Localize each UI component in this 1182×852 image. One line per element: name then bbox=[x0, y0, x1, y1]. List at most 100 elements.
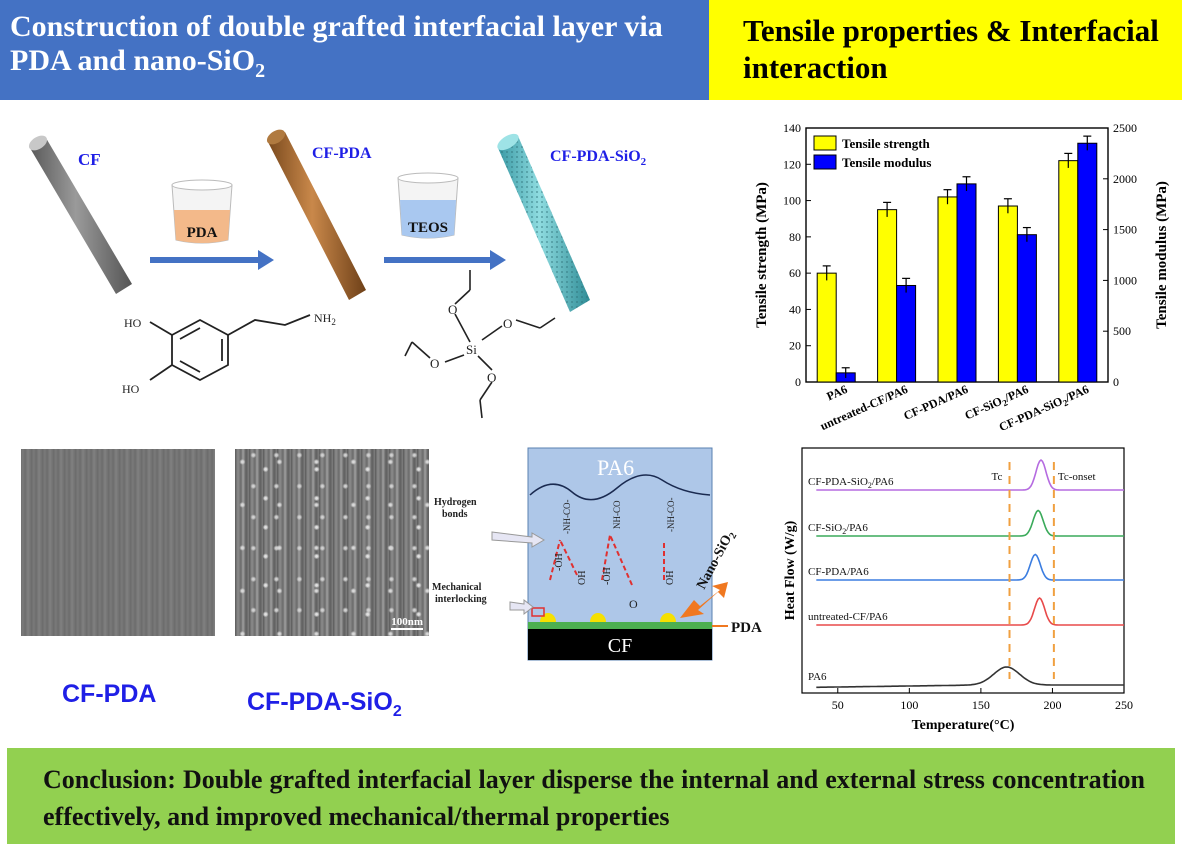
fiber-cf-pda-sio2 bbox=[497, 133, 590, 312]
fiber3-label: CF-PDA-SiO2 bbox=[550, 148, 647, 168]
conclusion-box: Conclusion: Double grafted interfacial l… bbox=[7, 748, 1175, 844]
y-axis-label: Heat Flow (W/g) bbox=[783, 520, 798, 620]
mech-label-1: Mechanical bbox=[432, 582, 482, 593]
y-right-tick-label: 1000 bbox=[1113, 273, 1137, 287]
teos-o-4: O bbox=[487, 370, 496, 385]
legend-label: Tensile modulus bbox=[842, 155, 931, 170]
interface-diagram: PA6 -OH OH -OH O OH -NH-CO- NH-CO -NH-CO… bbox=[432, 447, 762, 661]
amide-1: -NH-CO- bbox=[562, 500, 572, 535]
curve-label: PA6 bbox=[808, 671, 827, 683]
dsc-curve bbox=[816, 458, 1124, 491]
group-oh-2: OH bbox=[577, 571, 588, 585]
fiber-cf bbox=[28, 135, 132, 294]
bar-modulus bbox=[1016, 234, 1037, 383]
dsc-curve bbox=[816, 553, 1124, 581]
y-axis-label: Tensile strength (MPa) bbox=[754, 182, 770, 328]
dsc-curve bbox=[816, 596, 1124, 626]
pda-label: PDA bbox=[731, 620, 762, 636]
y-right-tick-label: 1500 bbox=[1113, 223, 1137, 237]
header-left-line2: PDA and nano-SiO2 bbox=[10, 44, 266, 82]
group-oh-3: -OH bbox=[602, 567, 613, 585]
bar-modulus bbox=[896, 284, 917, 383]
header-right-title: Tensile properties & Interfacial interac… bbox=[709, 0, 1182, 100]
x-tick-label: 150 bbox=[972, 698, 990, 712]
tensile-bar-chart: 02040608010012014005001000150020002500Te… bbox=[754, 121, 1170, 434]
teos-structure bbox=[404, 270, 556, 419]
x-category-label: CF-PDA/PA6 bbox=[901, 382, 970, 423]
dopamine-nh2: NH2 bbox=[314, 311, 336, 327]
curve-label: CF-PDA-SiO2/PA6 bbox=[808, 476, 894, 490]
beaker2-label: TEOS bbox=[408, 220, 448, 236]
y-right-tick-label: 0 bbox=[1113, 375, 1119, 389]
x-category-label: PA6 bbox=[824, 382, 849, 403]
legend-swatch bbox=[813, 154, 837, 170]
y-tick-label: 40 bbox=[789, 302, 801, 316]
y-tick-label: 100 bbox=[783, 194, 801, 208]
arrow-right-icon bbox=[384, 250, 506, 270]
sem-image-cf-pda bbox=[21, 449, 215, 636]
annotation-label: Tc bbox=[992, 471, 1003, 483]
bar-strength bbox=[877, 209, 898, 383]
bar-strength bbox=[937, 196, 958, 383]
hydrogen-bonds bbox=[549, 534, 665, 586]
y-tick-label: 120 bbox=[783, 157, 801, 171]
curve-label: CF-PDA/PA6 bbox=[808, 566, 869, 578]
bar-strength bbox=[1058, 160, 1079, 383]
callout-arrow-icon bbox=[491, 531, 545, 548]
sem-label-cf-pda: CF-PDA bbox=[62, 680, 157, 708]
arrow-right-icon bbox=[150, 250, 274, 270]
teos-si: Si bbox=[466, 342, 477, 357]
header-right-line2: interaction bbox=[743, 50, 888, 85]
y-tick-label: 140 bbox=[783, 121, 801, 135]
legend-label: Tensile strength bbox=[842, 136, 931, 151]
legend-swatch bbox=[813, 135, 837, 151]
dsc-curve bbox=[816, 509, 1124, 537]
curve-label: untreated-CF/PA6 bbox=[808, 611, 888, 623]
bar-strength bbox=[997, 205, 1018, 383]
x-tick-label: 50 bbox=[832, 698, 844, 712]
group-oh-1: -OH bbox=[554, 553, 565, 571]
pa6-label: PA6 bbox=[597, 455, 634, 480]
amide-2: NH-CO bbox=[612, 500, 622, 529]
callout-arrow-icon bbox=[509, 598, 534, 616]
dopamine-ho-bottom: HO bbox=[122, 382, 140, 396]
hbond-label-1: Hydrogen bbox=[434, 497, 477, 508]
header-left-line1: Construction of double grafted interfaci… bbox=[10, 10, 663, 43]
x-tick-label: 200 bbox=[1043, 698, 1061, 712]
group-oh-4: OH bbox=[665, 571, 676, 585]
fiber-cf-pda bbox=[266, 129, 366, 300]
sem-label-cf-pda-sio2: CF-PDA-SiO2 bbox=[247, 688, 402, 720]
group-o: O bbox=[629, 597, 638, 611]
teos-o-1: O bbox=[448, 302, 457, 317]
y-right-tick-label: 2000 bbox=[1113, 172, 1137, 186]
x-axis-label: Temperature(°C) bbox=[912, 718, 1015, 733]
beaker1-label: PDA bbox=[187, 225, 218, 241]
beaker-pda-icon bbox=[171, 179, 233, 244]
dsc-curve bbox=[816, 666, 1124, 689]
y-tick-label: 0 bbox=[795, 375, 801, 389]
plot-frame bbox=[801, 447, 1125, 694]
dopamine-structure bbox=[149, 314, 311, 382]
mech-label-2: interlocking bbox=[435, 594, 487, 605]
synthesis-scheme: CF PDA CF-PDA TEOS CF-PDA-SiO2 bbox=[28, 129, 647, 419]
x-tick-label: 100 bbox=[900, 698, 918, 712]
annotation-label: Tc-onset bbox=[1058, 471, 1096, 483]
teos-o-3: O bbox=[430, 356, 439, 371]
y-right-axis-label: Tensile modulus (MPa) bbox=[1154, 181, 1170, 329]
bar-modulus bbox=[1077, 142, 1098, 383]
cf-substrate bbox=[528, 629, 712, 660]
conclusion-text: Conclusion: Double grafted interfacial l… bbox=[43, 765, 1145, 831]
header-left-title: Construction of double grafted interfaci… bbox=[0, 0, 709, 100]
bar-modulus bbox=[956, 183, 977, 383]
x-tick-label: 250 bbox=[1115, 698, 1133, 712]
header-right-line1: Tensile properties & Interfacial bbox=[743, 13, 1159, 48]
y-tick-label: 60 bbox=[789, 266, 801, 280]
scale-bar: 100nm bbox=[391, 616, 423, 630]
y-tick-label: 20 bbox=[789, 339, 801, 353]
interlock-marker bbox=[531, 607, 545, 617]
nano-sio2-particles bbox=[540, 613, 676, 622]
polymer-chain bbox=[529, 474, 711, 501]
y-right-tick-label: 500 bbox=[1113, 324, 1131, 338]
dopamine-ho-top: HO bbox=[124, 316, 142, 330]
